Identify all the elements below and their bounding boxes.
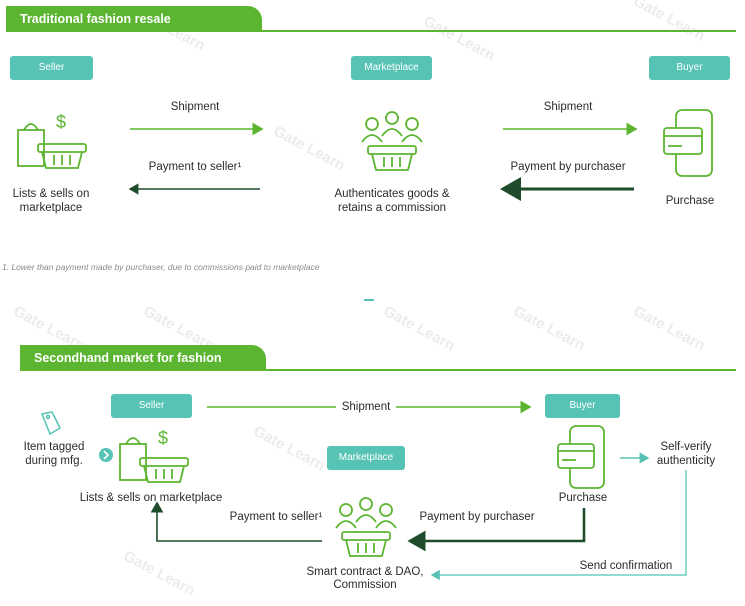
basket-icon (139, 457, 189, 483)
section-divider (6, 30, 736, 32)
seller-pill: Seller (111, 394, 192, 418)
shipment-label: Shipment (170, 101, 220, 113)
basket-icon (37, 143, 87, 169)
payment-by-purchaser-label: Payment by purchaser (419, 511, 535, 523)
send-confirmation-label: Send confirmation (579, 560, 673, 572)
phone-payment-icon (557, 425, 605, 489)
shipment-label: Shipment (543, 101, 593, 113)
item-tagged-label: during mfg. (25, 455, 83, 467)
section-separator (364, 299, 374, 301)
payment-by-purchaser-label: Payment by purchaser (510, 161, 626, 173)
self-verify-label: authenticity (656, 455, 716, 467)
contract-caption: Commission (333, 579, 397, 591)
buyer-caption: Purchase (558, 492, 608, 504)
buyer-pill: Buyer (649, 56, 730, 80)
section-title-traditional: Traditional fashion resale (6, 6, 262, 32)
seller-caption: marketplace (19, 202, 83, 214)
seller-caption: Lists & sells on (12, 188, 90, 200)
section-title-secondhand: Secondhand market for fashion (20, 345, 266, 371)
chevron-right-icon (99, 448, 113, 462)
shipment-label: Shipment (336, 400, 396, 414)
payment-to-seller-arrow (150, 501, 322, 542)
contract-caption: Smart contract & DAO, (306, 566, 424, 578)
buyer-caption: Purchase (665, 195, 715, 207)
footnote: 1. Lower than payment made by purchaser,… (2, 262, 320, 272)
shopping-bag-icon (17, 123, 45, 167)
dollar-icon: $ (158, 428, 168, 448)
payment-by-purchaser-arrow (407, 508, 586, 552)
people-basket-icon (335, 497, 397, 557)
people-basket-icon (361, 111, 423, 171)
send-confirmation-arrow (430, 470, 687, 581)
payment-to-seller-label: Payment to seller¹ (229, 511, 323, 523)
dollar-icon: $ (56, 112, 66, 132)
seller-caption: Lists & sells on marketplace (79, 492, 223, 504)
phone-payment-icon (663, 109, 713, 177)
buyer-pill: Buyer (545, 394, 620, 418)
shopping-bag-icon (119, 437, 147, 481)
marketplace-pill: Marketplace (351, 56, 432, 80)
payment-to-seller-label: Payment to seller¹ (148, 161, 242, 173)
seller-pill: Seller (10, 56, 93, 80)
marketplace-caption: Authenticates goods & (334, 188, 450, 200)
section-divider (20, 369, 736, 371)
self-verify-label: Self-verify (660, 441, 712, 453)
tag-icon (40, 411, 61, 436)
item-tagged-label: Item tagged (23, 441, 85, 453)
marketplace-pill: Marketplace (327, 446, 405, 470)
marketplace-caption: retains a commission (337, 202, 446, 214)
